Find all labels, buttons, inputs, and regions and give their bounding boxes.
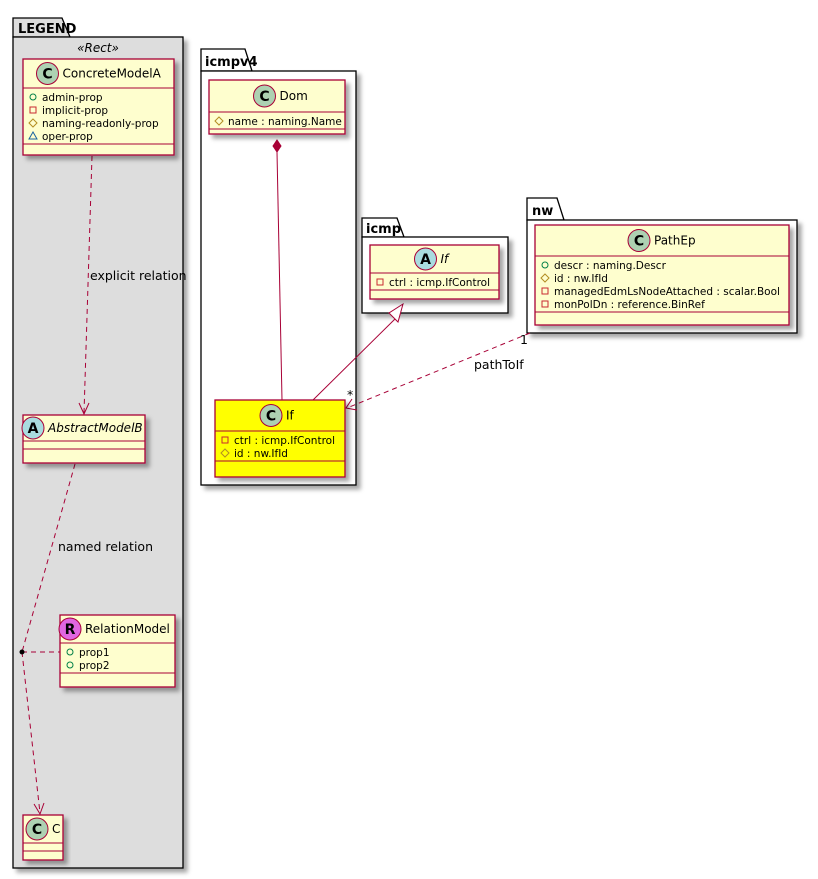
class-ificmp[interactable]: A If ctrl : icmp.IfControl [369, 244, 500, 300]
protected-visibility-icon [28, 118, 38, 128]
private-visibility-icon [376, 278, 384, 286]
class-name: ConcreteModelA [63, 67, 162, 81]
class-kind-r-icon: R [58, 617, 82, 641]
private-visibility-icon [29, 106, 37, 114]
class-member: ctrl : icmp.IfControl [234, 435, 335, 447]
svg-text:C: C [266, 409, 276, 425]
relation-label-pathToIf: pathToIf [474, 357, 524, 372]
svg-text:A: A [28, 421, 39, 437]
class-kind-c-icon: C [627, 229, 651, 252]
class-kind-a-icon: A [21, 416, 45, 440]
public-visibility-icon [29, 93, 37, 101]
svg-text:A: A [420, 252, 431, 268]
class-kind-a-icon: A [414, 247, 437, 271]
class-kind-c-icon: C [253, 84, 276, 108]
class-abstractb[interactable]: A AbstractModelB [21, 414, 146, 464]
package-name: nw [532, 204, 553, 219]
class-member: id : nw.IfId [554, 273, 608, 285]
private-visibility-icon [541, 287, 549, 295]
relation-label-named: named relation [58, 539, 153, 554]
class-member: monPolDn : reference.BinRef [554, 299, 705, 311]
class-kind-c-icon: C [25, 817, 49, 841]
relation-explicit [78, 155, 93, 416]
package-stereotype: «Rect» [77, 41, 119, 55]
public-visibility-icon [66, 648, 74, 656]
class-name: If [286, 409, 295, 423]
class-kind-c-icon: C [259, 404, 283, 427]
class-member: ctrl : icmp.IfControl [389, 277, 490, 289]
class-name: RelationModel [85, 622, 170, 636]
private-visibility-icon [221, 436, 229, 444]
svg-text:C: C [42, 67, 52, 83]
multiplicity-source: 1 [520, 332, 528, 347]
svg-text:C: C [259, 89, 269, 105]
relation-label-explicit: explicit relation [90, 268, 187, 283]
package-name: LEGEND [18, 22, 77, 37]
multiplicity-target: * [347, 387, 353, 402]
package-visibility-icon [28, 130, 38, 140]
class-member: prop1 [79, 647, 110, 659]
protected-visibility-icon [540, 273, 550, 283]
class-dom[interactable]: C Dom name : naming.Name [208, 79, 346, 135]
class-name: If [441, 252, 451, 266]
relation-pathToIf [345, 332, 531, 411]
class-member: oper-prop [42, 131, 93, 143]
class-member: managedEdmLsNodeAttached : scalar.Bool [554, 286, 780, 298]
public-visibility-icon [66, 661, 74, 669]
class-name: AbstractModelB [47, 421, 143, 435]
class-member: admin-prop [42, 92, 103, 104]
class-member: name : naming.Name [228, 116, 342, 128]
relation-named [19, 463, 76, 816]
package-name: icmp [366, 222, 401, 237]
svg-text:C: C [32, 822, 42, 838]
class-member: descr : naming.Descr [554, 260, 667, 272]
class-name: C [52, 822, 60, 836]
class-kind-c-icon: C [36, 62, 59, 85]
relation-inheritance [312, 302, 404, 401]
relation-composition [272, 139, 283, 401]
class-concrete[interactable]: C ConcreteModelA admin-propimplicit-propna… [22, 58, 175, 156]
class-member: prop2 [79, 660, 110, 672]
class-box [208, 79, 346, 135]
protected-visibility-icon [214, 116, 224, 126]
class-member: naming-readonly-prop [42, 118, 159, 130]
private-visibility-icon [541, 300, 549, 308]
class-box [534, 224, 790, 326]
public-visibility-icon [541, 261, 549, 269]
svg-text:C: C [634, 234, 644, 250]
package-name: icmpv4 [205, 55, 258, 70]
class-name: PathEp [654, 234, 696, 248]
svg-text:R: R [65, 622, 76, 638]
class-member: implicit-prop [42, 105, 108, 117]
class-member: id : nw.IfId [234, 448, 288, 460]
protected-visibility-icon [220, 448, 230, 458]
class-name: Dom [280, 89, 308, 103]
